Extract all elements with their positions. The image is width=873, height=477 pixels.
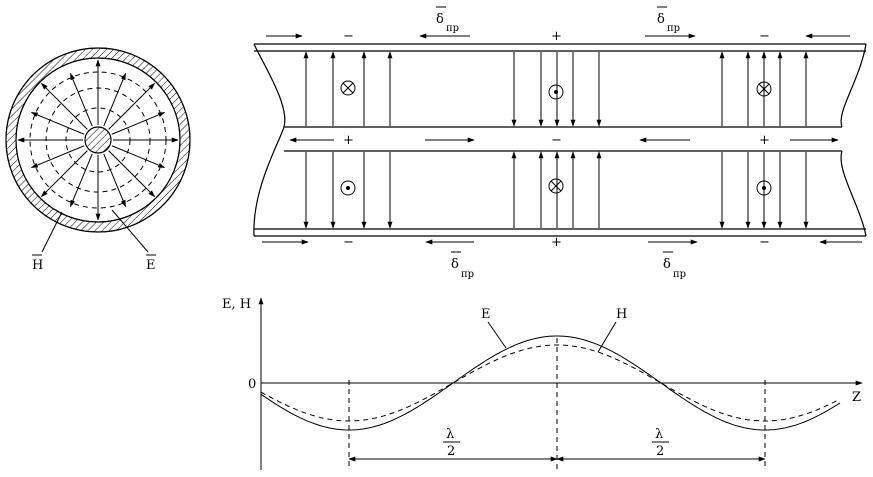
e-radial-arrow — [108, 82, 156, 130]
svg-text:пр: пр — [667, 23, 680, 34]
right-break-line — [840, 43, 867, 128]
sign-bottom-2: + — [551, 235, 562, 250]
e-field-radial-arrows — [17, 59, 179, 221]
label-h-leader — [41, 211, 63, 253]
curve-h-leader — [597, 321, 617, 353]
label-e-leader — [111, 209, 149, 253]
h-into-page-symbol — [756, 81, 772, 97]
e-radial-arrow — [30, 111, 85, 135]
sign-bottom-3: − — [759, 235, 770, 250]
e-radial-arrow — [69, 72, 93, 127]
svg-text:2: 2 — [447, 444, 455, 459]
h-field-symbols — [340, 80, 772, 196]
y-axis-label: E, H — [222, 297, 251, 312]
cross-section: H E — [5, 47, 191, 273]
curve-e-label: E — [481, 307, 491, 322]
e-radial-arrow — [111, 111, 166, 135]
current-label-bottom-2: δ пр — [663, 251, 686, 280]
curve-e-leader — [487, 321, 507, 349]
h-out-of-page-symbol — [340, 180, 356, 196]
svg-text:пр: пр — [446, 23, 459, 34]
label-e: E — [146, 258, 156, 273]
sign-bottom-1: − — [343, 235, 354, 250]
svg-text:λ: λ — [446, 427, 454, 442]
e-radial-arrow — [103, 153, 127, 208]
curve-h-label: H — [616, 307, 627, 322]
h-into-page-symbol — [548, 178, 564, 194]
svg-text:2: 2 — [656, 444, 664, 459]
svg-text:λ: λ — [655, 427, 663, 442]
e-radial-arrow — [103, 72, 127, 127]
svg-text:δ: δ — [657, 12, 665, 27]
origin-label: 0 — [248, 377, 256, 392]
inner-conductor — [84, 126, 112, 154]
sign-mid-2: − — [551, 133, 562, 148]
sign-mid-1: + — [343, 133, 354, 148]
lambda-half-label-1: λ 2 — [443, 427, 460, 459]
e-radial-arrow — [69, 153, 93, 208]
e-radial-arrow — [40, 150, 88, 198]
svg-text:δ: δ — [451, 257, 459, 272]
field-distribution-graph: E, H Z 0 E H λ 2 λ 2 — [222, 297, 863, 470]
current-label-top-1: δ пр — [436, 6, 459, 34]
surface-current-arrows — [262, 33, 862, 245]
svg-text:пр: пр — [673, 269, 686, 280]
sign-mid-3: + — [759, 133, 770, 148]
z-axis-label: Z — [852, 390, 861, 405]
e-radial-arrow — [111, 145, 166, 169]
sign-top-1: − — [343, 29, 354, 44]
e-radial-arrow — [30, 145, 85, 169]
h-into-page-symbol — [340, 80, 356, 96]
sign-top-2: + — [551, 29, 562, 44]
current-label-top-2: δ пр — [657, 6, 680, 34]
svg-text:δ: δ — [436, 12, 444, 27]
sign-top-3: − — [759, 29, 770, 44]
svg-text:пр: пр — [461, 269, 474, 280]
longitudinal-section: − + − + − + − + − δ пр δ пр δ пр δ пр — [253, 6, 867, 280]
left-break-line — [253, 43, 286, 237]
label-h: H — [32, 258, 43, 273]
e-curve — [260, 335, 841, 431]
lambda-half-label-2: λ 2 — [652, 427, 669, 459]
h-out-of-page-symbol — [756, 180, 772, 196]
svg-text:δ: δ — [663, 257, 671, 272]
e-radial-arrow — [108, 150, 156, 198]
e-field-lines — [303, 51, 809, 229]
e-radial-arrow — [40, 82, 88, 130]
current-label-bottom-1: δ пр — [451, 251, 474, 280]
h-curve — [260, 344, 841, 422]
h-out-of-page-symbol — [548, 84, 564, 100]
